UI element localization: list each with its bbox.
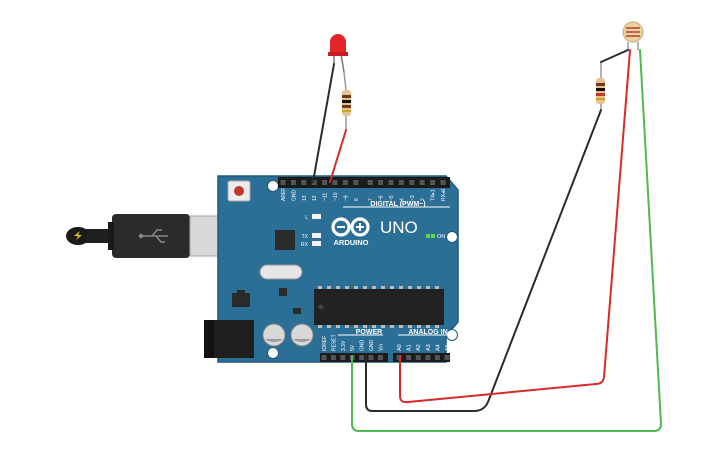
analog-pin-hole[interactable] — [444, 355, 450, 360]
digital-header — [278, 177, 450, 188]
model-label: UNO — [380, 218, 418, 237]
power-pin-label: RESET — [331, 334, 337, 351]
analog-pin-hole[interactable] — [415, 355, 421, 360]
wire-sensor-gnd[interactable] — [365, 109, 602, 412]
analog-in-label: ANALOG IN — [408, 329, 447, 336]
digital-pin-label: 13 — [302, 195, 308, 201]
digital-pin-hole[interactable] — [409, 180, 415, 185]
digital-pin-hole[interactable] — [353, 180, 359, 185]
digital-pin-label: ~5 — [389, 195, 395, 201]
usb-chip — [275, 230, 295, 250]
capacitor — [290, 323, 314, 347]
power-led — [426, 234, 430, 238]
voltage-regulator — [232, 293, 250, 307]
power-label: POWER — [356, 329, 382, 336]
digital-pin-label: ~11 — [323, 193, 329, 201]
digital-pin-hole[interactable] — [332, 180, 338, 185]
analog-header — [393, 353, 450, 362]
led-l — [312, 214, 321, 219]
mounting-hole — [267, 347, 279, 359]
wire-sensor-junction[interactable] — [600, 49, 629, 63]
digital-pin-hole[interactable] — [430, 180, 436, 185]
analog-pin-label: A2 — [416, 344, 422, 351]
analog-pin-hole[interactable] — [406, 355, 412, 360]
digital-pin-hole[interactable] — [419, 180, 425, 185]
led-rx — [312, 241, 321, 246]
digital-pin-label: 4 — [399, 198, 405, 201]
arduino-logo-icon — [331, 217, 370, 237]
digital-pin-hole[interactable] — [398, 180, 404, 185]
digital-pin-label: ~3 — [410, 195, 416, 201]
wire-led-gnd[interactable] — [312, 63, 335, 183]
digital-pin-label: AREF — [281, 188, 287, 201]
digital-pin-hole[interactable] — [280, 180, 286, 185]
power-pin-hole[interactable] — [321, 355, 327, 360]
digital-pin-hole[interactable] — [311, 180, 317, 185]
power-led-label: ON — [437, 234, 445, 240]
capacitor — [262, 323, 286, 347]
red-led[interactable] — [328, 34, 348, 73]
usb-icon — [142, 229, 168, 243]
digital-pin-label: 8 — [354, 198, 360, 201]
analog-pin-label: A1 — [407, 344, 413, 351]
analog-pin-label: A3 — [426, 344, 432, 351]
digital-pin-hole[interactable] — [440, 180, 446, 185]
analog-pin-label: A5 — [445, 344, 451, 351]
power-pin-hole[interactable] — [368, 355, 374, 360]
digital-pin-label: 2 — [420, 198, 426, 201]
digital-pin-label: ~10 — [333, 192, 339, 201]
digital-pin-label: 7 — [368, 198, 374, 201]
led-l-label: L — [305, 215, 308, 221]
wire-led-pin12[interactable] — [329, 129, 347, 183]
brand-label: ARDUINO — [334, 238, 369, 247]
digital-pin-label: TX▸1 — [431, 189, 437, 201]
reset-button-cap — [234, 186, 244, 196]
photoresistor[interactable] — [622, 21, 644, 50]
analog-pin-hole[interactable] — [434, 355, 440, 360]
digital-pin-hole[interactable] — [342, 180, 348, 185]
sensor-resistor[interactable] — [596, 62, 605, 110]
mounting-hole — [446, 231, 458, 243]
wire-sensor-a0[interactable] — [399, 49, 631, 404]
digital-pin-hole[interactable] — [322, 180, 328, 185]
power-pin-hole[interactable] — [377, 355, 383, 360]
analog-pin-label: A4 — [435, 344, 441, 351]
atmega-microcontroller — [314, 289, 444, 325]
digital-pin-label: ~6 — [379, 195, 385, 201]
led-rx-label: RX — [301, 242, 309, 248]
power-pin-label: Vin — [378, 344, 384, 351]
digital-pin-hole[interactable] — [378, 180, 384, 185]
crystal-oscillator — [259, 264, 303, 280]
digital-pin-label: RX◂0 — [441, 189, 447, 201]
digital-pwm-label: DIGITAL (PWM~) — [370, 201, 425, 208]
digital-pin-hole[interactable] — [290, 180, 296, 185]
power-pin-label: 5V — [350, 344, 356, 351]
power-pin-hole[interactable] — [330, 355, 336, 360]
digital-pin-hole[interactable] — [388, 180, 394, 185]
wire-sensor-5v[interactable] — [351, 49, 662, 432]
lightning-icon — [74, 231, 82, 240]
analog-pin-label: A0 — [397, 344, 403, 351]
digital-pin-label: ~9 — [343, 195, 349, 201]
led-tx-label: TX — [302, 234, 309, 240]
digital-pin-hole[interactable] — [367, 180, 373, 185]
arduino-uno-board[interactable]: AREF GND 13 12 ~11 ~10 ~9 8 7 ~6 ~5 4 ~3 2 TX▸1 RX◂0 DI… — [204, 175, 459, 363]
led-body — [330, 34, 346, 54]
led-tx — [312, 233, 321, 238]
power-pin-label: 3.3V — [341, 340, 347, 351]
power-pin-label: IOREF — [322, 336, 328, 351]
usb-cable[interactable] — [66, 214, 229, 258]
digital-pin-label: GND — [291, 190, 297, 202]
power-pin-label: GND — [369, 340, 375, 352]
led-resistor[interactable] — [342, 71, 351, 130]
power-pin-hole[interactable] — [359, 355, 365, 360]
digital-pin-hole[interactable] — [301, 180, 307, 185]
power-pin-hole[interactable] — [340, 355, 346, 360]
analog-pin-hole[interactable] — [425, 355, 431, 360]
mounting-hole — [267, 180, 279, 192]
digital-pin-label: 12 — [312, 195, 318, 201]
power-pin-label: GND — [360, 340, 366, 352]
